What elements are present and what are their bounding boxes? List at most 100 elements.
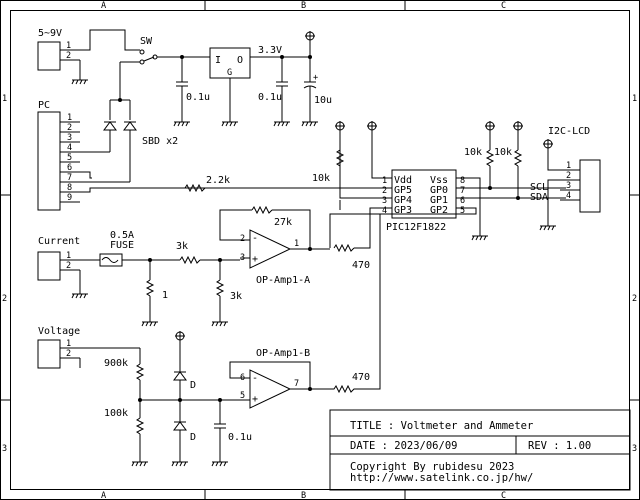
opamp-a-minus: - (252, 233, 258, 244)
ground-symbols (71, 79, 556, 467)
resistor-470-a-value: 470 (352, 260, 370, 271)
resistor-27k: 27k (251, 205, 292, 228)
fuse-label: FUSE (110, 240, 134, 251)
resistor-3k-in-value: 3k (176, 241, 188, 252)
copyright-text: Copyright By rubidesu 2023 (350, 461, 514, 473)
resistor-shunt: 1 (145, 260, 168, 322)
resistor-shunt-value: 1 (162, 290, 168, 301)
voltage-pin-2: 2 (66, 349, 71, 359)
pic-pinnum-1: 1 (382, 176, 387, 186)
pc-pin-8: 8 (67, 183, 72, 193)
power-switch: SW (119, 36, 210, 100)
opamp-a-label: OP-Amp1-A (256, 275, 310, 286)
current-label: Current (38, 236, 80, 247)
schottky-diodes: SBD x2 (103, 98, 178, 182)
col-label-a-top: A (101, 1, 106, 11)
resistor-2k2: 2.2k (184, 175, 230, 193)
date-text: DATE : 2023/06/09 (350, 440, 457, 452)
ground-symbol (273, 121, 290, 127)
col-label-a-bottom: A (101, 491, 106, 500)
power-input-connector: 5~9V 1 2 (37, 28, 140, 80)
resistor-10k-sda-value: 10k (494, 147, 512, 158)
cap-c2-value: 0.1u (258, 92, 282, 103)
row-label-3-right: 3 (632, 444, 637, 454)
ground-symbol (141, 321, 158, 327)
resistor-27k-value: 27k (274, 217, 292, 228)
pic-pin-vss: Vss (430, 175, 448, 186)
pc-label: PC (38, 100, 50, 111)
diode-d-top-label: D (190, 380, 196, 391)
pc-pin-4: 4 (67, 143, 72, 153)
pic-pinnum-7: 7 (460, 186, 465, 196)
pic-pinnum-4: 4 (382, 206, 387, 216)
pic-pinnum-2: 2 (382, 186, 387, 196)
current-pin-1: 1 (66, 251, 71, 261)
pic-pin-gp0: GP0 (430, 185, 448, 196)
regulator-out: O (237, 55, 243, 66)
resistor-10k-sda: 10k (494, 131, 523, 198)
opamp-a-pin-minus: 2 (240, 234, 245, 244)
voltage-pin-1: 1 (66, 339, 71, 349)
opamp-a-pin-out: 1 (294, 239, 299, 249)
opamp-b: - + 6 5 7 OP-Amp1-B (229, 348, 330, 409)
scl-label: SCL (530, 182, 548, 193)
regulator-in: I (215, 55, 221, 66)
pic-pin-gp1: GP1 (430, 195, 448, 206)
pc-pin-6: 6 (67, 163, 72, 173)
sda-label: SDA (530, 192, 548, 203)
pc-connector: PC 1 2 3 4 5 6 7 8 9 (37, 100, 385, 211)
cap-c1-value: 0.1u (186, 92, 210, 103)
col-label-b-bottom: B (301, 491, 306, 500)
resistor-100k-value: 100k (104, 408, 128, 419)
pic-part-number: PIC12F1822 (386, 222, 446, 233)
ground-symbol (539, 225, 556, 231)
ground-symbol (171, 461, 188, 467)
resistor-900k-value: 900k (104, 358, 128, 369)
pc-pin-3: 3 (67, 133, 72, 143)
cap-c4: 0.1u (214, 400, 252, 462)
current-connector: Current 1 2 (37, 236, 100, 294)
pic-pin-gp5: GP5 (394, 185, 412, 196)
row-label-3-left: 3 (2, 444, 7, 454)
ground-symbol (221, 121, 238, 127)
power-pin-2: 2 (66, 51, 71, 61)
fuse-rating: 0.5A (110, 230, 134, 241)
sbd-label: SBD x2 (142, 136, 178, 147)
url-text: http://www.satelink.co.jp/hw/ (350, 472, 533, 484)
title-block: TITLE : Voltmeter and Ammeter DATE : 202… (329, 409, 631, 491)
vdd-symbol-5 (513, 121, 523, 131)
opamp-a: - + 2 3 1 OP-Amp1-A (219, 209, 330, 286)
pic-pinnum-5: 5 (460, 206, 465, 216)
fuse: 0.5A FUSE (99, 230, 180, 267)
pic-pin-gp2: GP2 (430, 205, 448, 216)
opamp-b-pin-plus: 5 (240, 391, 245, 401)
resistor-10k-gp5: 10k (312, 149, 345, 184)
pc-pin-1: 1 (67, 113, 72, 123)
pic-pin-gp4: GP4 (394, 195, 412, 206)
resistor-470-b-value: 470 (352, 372, 370, 383)
opamp-b-minus: - (252, 373, 258, 384)
row-label-1-left: 1 (2, 94, 7, 104)
resistor-3k-gnd-value: 3k (230, 291, 242, 302)
pic-pinnum-6: 6 (460, 196, 465, 206)
pic-pinnum-3: 3 (382, 196, 387, 206)
pc-pin-7: 7 (67, 173, 72, 183)
vdd-symbol-4 (485, 121, 495, 131)
ground-symbol (131, 461, 148, 467)
diode-d-bottom-label: D (190, 432, 196, 443)
resistor-10k-gp5-value: 10k (312, 173, 330, 184)
opamp-a-plus: + (252, 254, 258, 265)
cap-c4-value: 0.1u (228, 432, 252, 443)
vdd-symbol-2 (335, 121, 345, 131)
svg-text:+: + (313, 73, 318, 83)
col-label-b-top: B (301, 1, 306, 11)
opamp-b-plus: + (252, 394, 258, 405)
cap-c3: + 10u (303, 40, 332, 122)
row-label-2-left: 2 (2, 294, 7, 304)
col-label-c-top: C (501, 1, 506, 11)
voltage-label: Voltage (38, 326, 80, 337)
lcd-pin-2: 2 (566, 171, 571, 181)
regulator-voltage-label: 3.3V (258, 45, 282, 56)
resistor-3k-in: 3k (176, 241, 240, 265)
